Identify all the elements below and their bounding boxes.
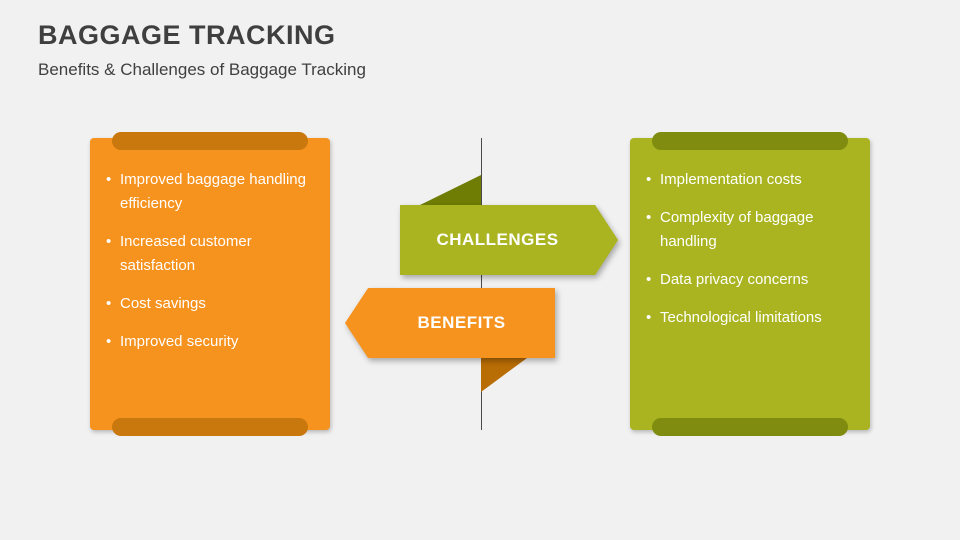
- challenges-banner-shape: CHALLENGES: [400, 205, 618, 275]
- challenges-list-item: Data privacy concerns: [644, 268, 854, 292]
- challenges-list: Implementation costs Complexity of bagga…: [630, 138, 870, 330]
- challenges-list-item: Implementation costs: [644, 168, 854, 192]
- benefits-list: Improved baggage handling efficiency Inc…: [90, 138, 330, 354]
- benefits-banner-label: BENEFITS: [417, 313, 506, 332]
- benefits-list-item: Cost savings: [104, 292, 314, 316]
- benefits-list-item: Increased customer satisfaction: [104, 230, 314, 278]
- challenges-box: Implementation costs Complexity of bagga…: [630, 132, 870, 436]
- benefits-box: Improved baggage handling efficiency Inc…: [90, 132, 330, 436]
- page-subtitle: Benefits & Challenges of Baggage Trackin…: [38, 60, 366, 79]
- challenges-ribbon-fold: [420, 175, 481, 205]
- challenges-list-item: Complexity of baggage handling: [644, 206, 854, 254]
- benefits-banner-shape: BENEFITS: [345, 288, 555, 358]
- challenges-banner-label: CHALLENGES: [436, 230, 559, 249]
- challenges-list-item: Technological limitations: [644, 306, 854, 330]
- page-title: BAGGAGE TRACKING: [38, 20, 336, 50]
- divider-line: [481, 138, 482, 430]
- benefits-banner: BENEFITS: [345, 288, 555, 358]
- benefits-list-item: Improved security: [104, 330, 314, 354]
- benefits-list-item: Improved baggage handling efficiency: [104, 168, 314, 216]
- challenges-banner: CHALLENGES: [400, 205, 618, 275]
- benefits-ribbon-fold: [481, 358, 527, 392]
